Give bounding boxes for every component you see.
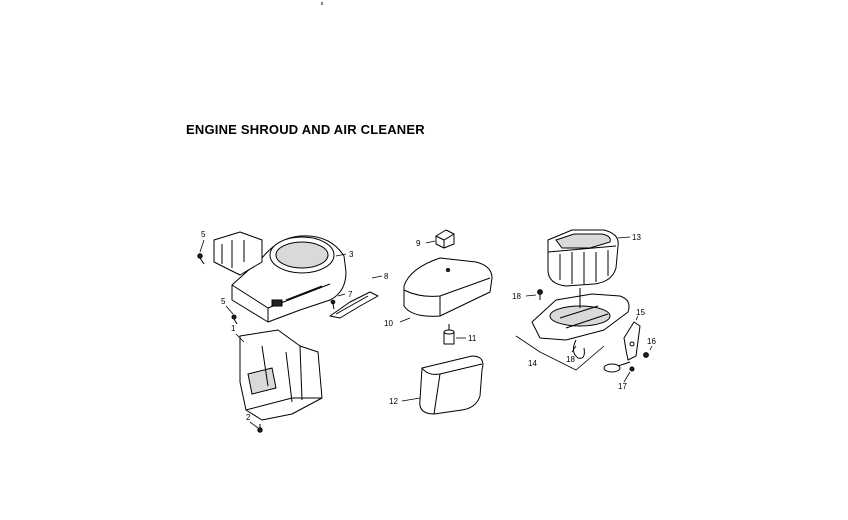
part-3-blower-housing	[231, 235, 347, 323]
callout-13: 13	[632, 233, 641, 242]
part-7-screw	[330, 299, 336, 310]
part-18-breather-tube	[572, 339, 585, 359]
callout-7: 7	[348, 290, 353, 299]
page-title: ENGINE SHROUD AND AIR CLEANER	[186, 122, 425, 137]
callout-18-top: 18	[512, 292, 521, 301]
callout-1: 1	[231, 324, 236, 333]
part-1-cylinder-shield	[239, 329, 323, 421]
part-5-screw-lower	[231, 314, 238, 325]
callout-3: 3	[349, 250, 354, 259]
part-15-bracket	[623, 321, 641, 361]
part-5-screw-top	[197, 253, 205, 265]
callout-11: 11	[468, 334, 477, 343]
part-8-bracket	[329, 291, 379, 319]
part-5-side-baffle	[213, 231, 263, 276]
callout-15: 15	[636, 308, 645, 317]
callout-5-top: 5	[201, 230, 206, 239]
part-10-cover	[403, 257, 493, 317]
part-11-spacer	[443, 324, 455, 345]
callout-16: 16	[647, 337, 656, 346]
part-16-nut	[643, 352, 649, 358]
part-14-base	[531, 288, 630, 341]
callout-12: 12	[389, 397, 398, 406]
callout-8: 8	[384, 272, 389, 281]
callout-2: 2	[246, 413, 251, 422]
part-2-screw	[257, 424, 263, 433]
callout-14: 14	[528, 359, 537, 368]
callout-18-lower: 18	[566, 355, 575, 364]
part-18-screw-top	[537, 289, 543, 300]
part-12-precleaner	[419, 355, 484, 415]
callout-5-lower: 5	[221, 297, 226, 306]
callout-17: 17	[618, 382, 627, 391]
part-9-knob	[435, 229, 455, 249]
callout-9: 9	[416, 239, 421, 248]
callout-10: 10	[384, 319, 393, 328]
part-13-filter-element	[547, 229, 619, 287]
part-17-clip	[603, 361, 635, 373]
